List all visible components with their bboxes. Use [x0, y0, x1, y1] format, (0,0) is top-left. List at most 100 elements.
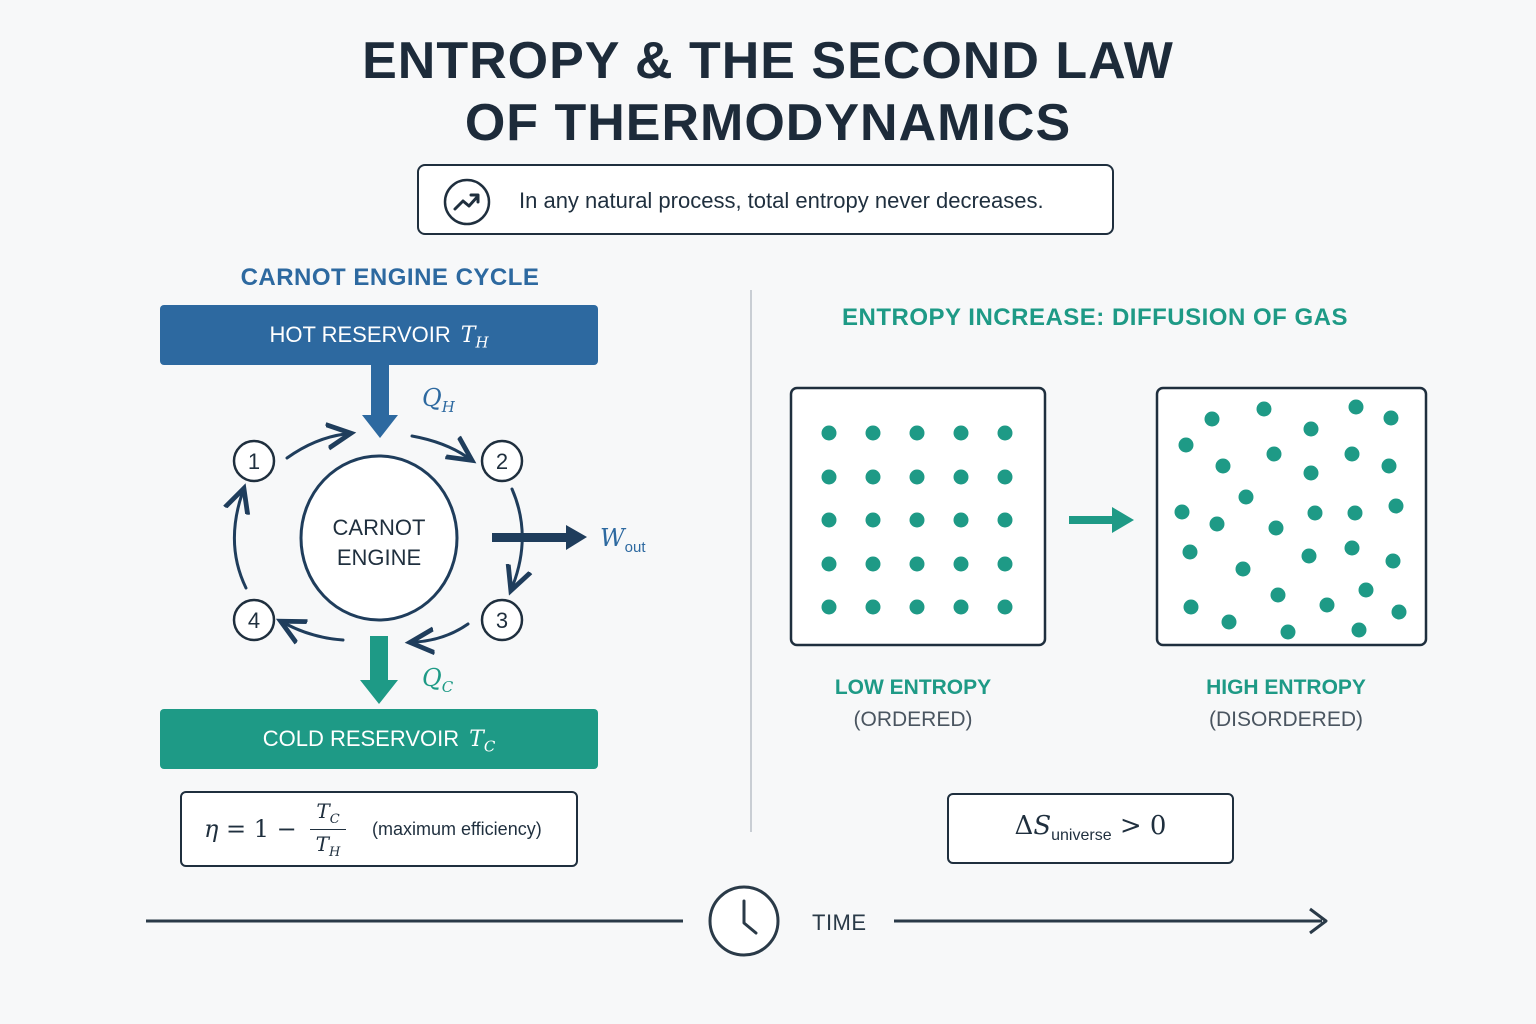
step-4-label: 4 [247, 608, 261, 633]
time-arrowhead [1309, 907, 1328, 935]
law-statement-text: In any natural process, total entropy ne… [519, 188, 1044, 213]
gas-particle [821, 599, 837, 615]
gas-particle [1270, 587, 1286, 603]
gas-particle [1235, 561, 1251, 577]
time-label: TIME [812, 910, 867, 935]
gas-particle [865, 425, 881, 441]
gas-particle [997, 469, 1013, 485]
gas-particle [821, 556, 837, 572]
gas-particle [1307, 505, 1323, 521]
gas-particle [1266, 446, 1282, 462]
cold-reservoir: COLD RESERVOIR TC [160, 709, 598, 769]
gas-particle [1178, 437, 1194, 453]
gas-particle [953, 425, 969, 441]
efficiency-formula-box: η = 1 − TC TH (maximum efficiency) [180, 791, 578, 867]
low-entropy-label: LOW ENTROPY (ORDERED) [763, 672, 1063, 736]
gas-particle [1280, 624, 1296, 640]
gas-particle [1383, 410, 1399, 426]
hot-temperature-symbol: TH [460, 323, 489, 352]
gas-particle [1215, 458, 1231, 474]
page-title: ENTROPY & THE SECOND LAW OF THERMODYNAMI… [0, 30, 1536, 154]
gas-particle [997, 512, 1013, 528]
step-3-label: 3 [495, 608, 509, 633]
gas-particle [953, 556, 969, 572]
gas-particle [1183, 599, 1199, 615]
gas-particle [997, 599, 1013, 615]
engine-label: CARNOT ENGINE [309, 513, 449, 573]
high-entropy-subtitle: (DISORDERED) [1208, 708, 1363, 731]
gas-particle [1388, 498, 1404, 514]
gas-particle [909, 556, 925, 572]
diffusion-section-title: ENTROPY INCREASE: DIFFUSION OF GAS [842, 304, 1348, 331]
hot-reservoir: HOT RESERVOIR TH [160, 305, 598, 365]
gas-particle [1391, 604, 1407, 620]
gas-particle [953, 599, 969, 615]
gas-particle [821, 469, 837, 485]
low-entropy-title: LOW ENTROPY [834, 676, 992, 699]
low-entropy-subtitle: (ORDERED) [853, 708, 973, 731]
step-1-label: 1 [247, 449, 261, 474]
carnot-section-title: CARNOT ENGINE CYCLE [240, 264, 540, 291]
efficiency-formula: η = 1 − [204, 815, 297, 843]
gas-particle [1301, 548, 1317, 564]
title-line-1: ENTROPY & THE SECOND LAW [362, 32, 1174, 90]
gas-particle [1174, 504, 1190, 520]
gas-particle [1268, 520, 1284, 536]
gas-particle [1344, 446, 1360, 462]
gas-particle [953, 469, 969, 485]
panel-divider [750, 290, 752, 832]
gas-particle [865, 556, 881, 572]
heat-in-label: QH [422, 384, 455, 416]
gas-particle [1256, 401, 1272, 417]
cold-reservoir-label: COLD RESERVOIR [262, 726, 460, 751]
trending-up-icon [443, 178, 491, 226]
diffusion-arrow [1069, 507, 1134, 533]
engine-label-line-2: ENGINE [336, 545, 422, 570]
gas-particle [1303, 465, 1319, 481]
work-out-arrow [492, 525, 587, 550]
ordered-particles [821, 425, 1013, 615]
gas-particle [865, 512, 881, 528]
gas-particle [909, 425, 925, 441]
disordered-particles [1174, 399, 1407, 640]
gas-particle [1351, 622, 1367, 638]
high-entropy-box [1155, 386, 1428, 647]
gas-particle [1319, 597, 1335, 613]
heat-in-arrow [362, 365, 398, 438]
step-2-label: 2 [495, 449, 509, 474]
efficiency-note: (maximum efficiency) [372, 819, 542, 839]
low-entropy-box [789, 386, 1047, 647]
engine-label-line-1: CARNOT [332, 515, 426, 540]
gas-particle [1204, 411, 1220, 427]
gas-particle [909, 599, 925, 615]
hot-reservoir-label: HOT RESERVOIR [269, 322, 451, 347]
clock-icon [708, 885, 780, 957]
gas-particle [821, 512, 837, 528]
gas-particle [1348, 399, 1364, 415]
gas-particle [1182, 544, 1198, 560]
gas-particle [865, 469, 881, 485]
gas-particle [1381, 458, 1397, 474]
gas-particle [1344, 540, 1360, 556]
gas-particle [1209, 516, 1225, 532]
gas-particle [1385, 553, 1401, 569]
efficiency-fraction: TC TH [310, 799, 346, 860]
heat-out-label: QC [422, 664, 454, 696]
gas-particle [1358, 582, 1374, 598]
cold-temperature-symbol: TC [469, 727, 496, 756]
high-entropy-title: HIGH ENTROPY [1206, 676, 1366, 699]
gas-particle [997, 556, 1013, 572]
gas-particle [909, 469, 925, 485]
gas-particle [865, 599, 881, 615]
gas-particle [1221, 614, 1237, 630]
gas-particle [953, 512, 969, 528]
high-entropy-label: HIGH ENTROPY (DISORDERED) [1136, 672, 1436, 736]
delta-s-formula: ΔSuniverse > 0 [1014, 811, 1167, 845]
work-out-label: Wout [600, 524, 646, 556]
title-line-2: OF THERMODYNAMICS [464, 94, 1072, 152]
gas-particle [1347, 505, 1363, 521]
law-statement-box: In any natural process, total entropy ne… [417, 164, 1114, 235]
delta-s-box: ΔSuniverse > 0 [947, 793, 1234, 864]
heat-out-arrow [360, 636, 398, 704]
gas-particle [997, 425, 1013, 441]
